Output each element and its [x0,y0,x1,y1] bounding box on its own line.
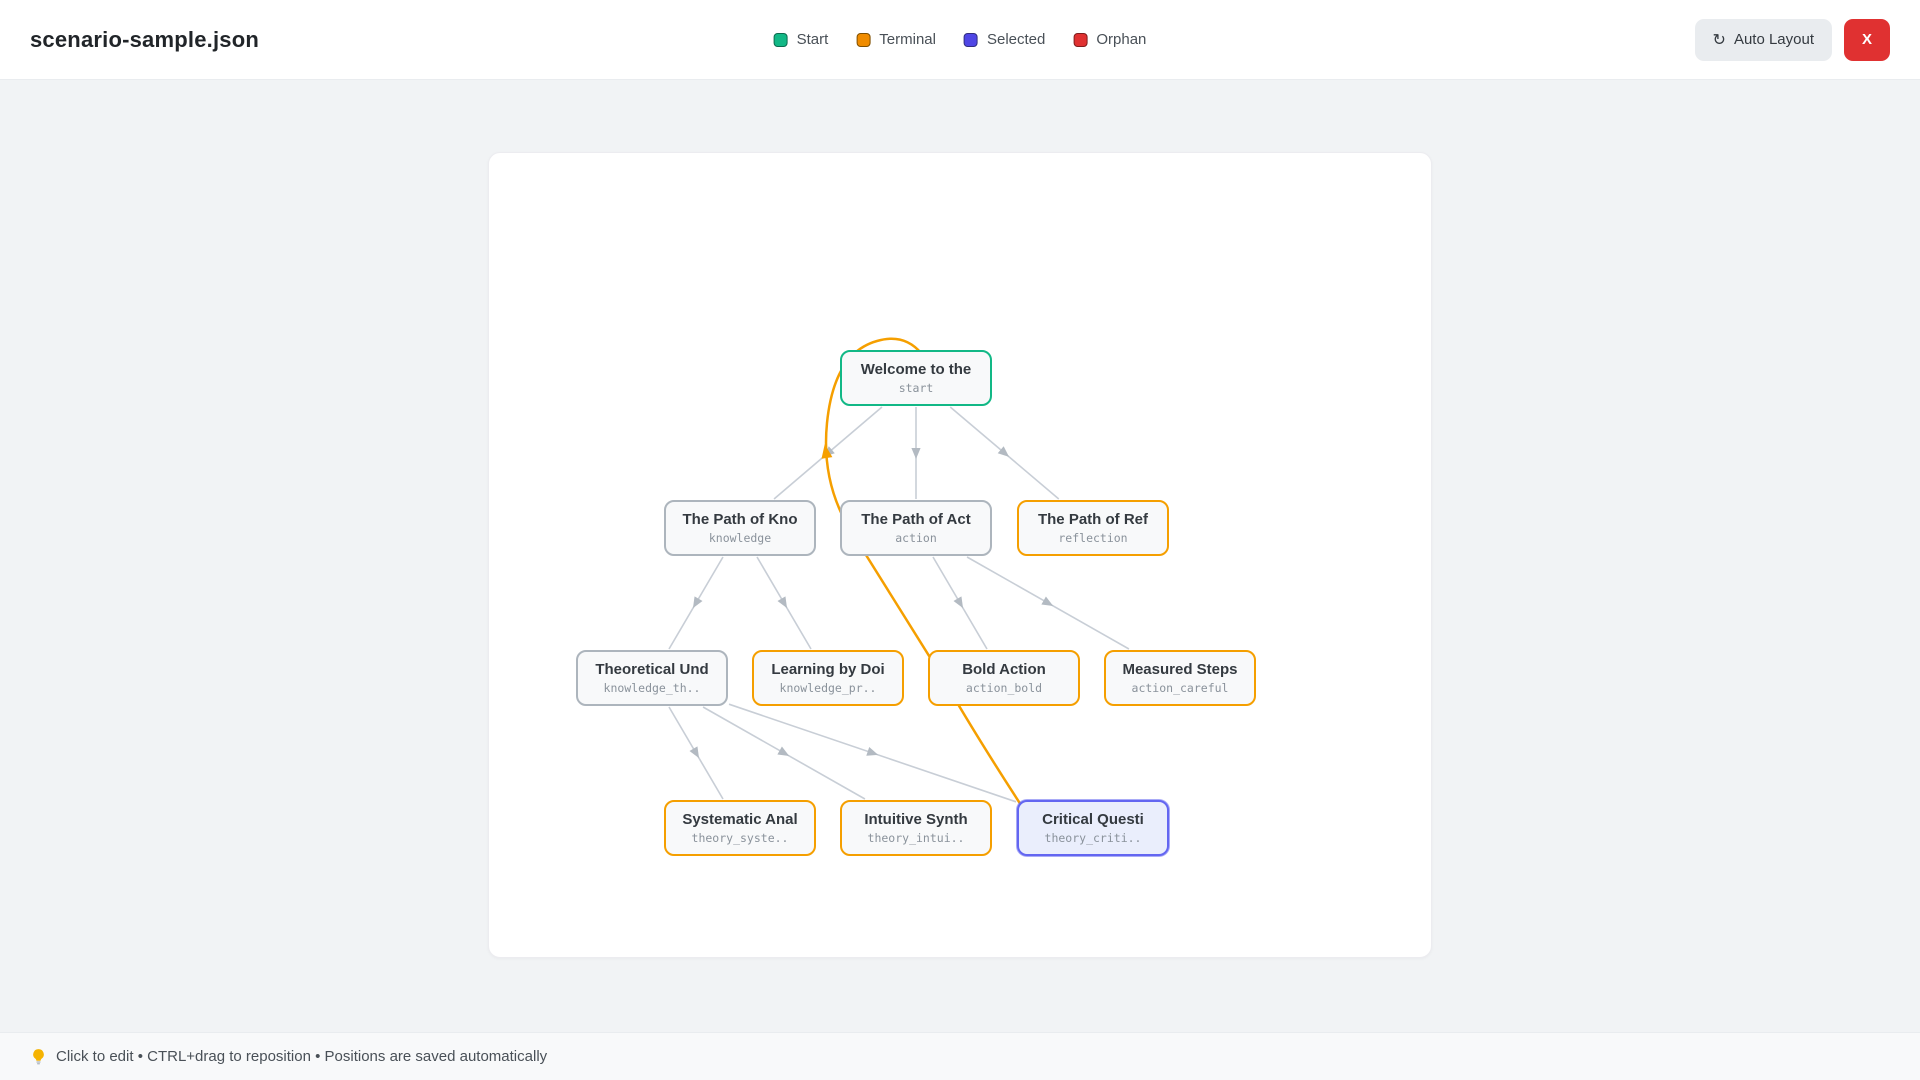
legend-swatch-terminal [856,32,871,47]
legend: Start Terminal Selected Orphan [773,31,1146,48]
graph-node-action[interactable]: The Path of Act action [840,500,992,556]
graph-node-knowledge_pr[interactable]: Learning by Doi knowledge_pr.. [752,650,904,706]
node-title: Measured Steps [1122,661,1238,678]
graph-node-knowledge[interactable]: The Path of Kno knowledge [664,500,816,556]
node-subtitle: knowledge_th.. [603,680,701,695]
node-title: Learning by Doi [771,661,885,678]
edge-arrow [689,746,700,759]
edge-arrow-highlighted [821,444,833,459]
legend-item-terminal: Terminal [856,31,936,48]
legend-label: Orphan [1096,31,1147,48]
graph-node-action_careful[interactable]: Measured Steps action_careful [1104,650,1256,706]
node-title: The Path of Ref [1037,511,1148,528]
legend-item-selected: Selected [963,31,1046,48]
graph-node-theory_criti[interactable]: Critical Questi theory_criti.. [1017,800,1169,856]
lightbulb-icon [33,1049,44,1065]
page-title: scenario-sample.json [30,26,259,52]
edge-arrow [777,746,790,756]
node-title: Critical Questi [1042,811,1144,828]
edge-arrow [866,747,879,756]
node-subtitle: theory_syste.. [691,830,789,845]
graph-node-theory_intui[interactable]: Intuitive Synth theory_intui.. [840,800,992,856]
close-button[interactable]: X [1844,18,1890,61]
node-title: The Path of Act [861,511,971,528]
legend-swatch-selected [963,32,978,47]
node-subtitle: action_bold [965,680,1043,695]
edge-arrow [1041,596,1054,606]
legend-item-start: Start [773,31,829,48]
node-subtitle: theory_intui.. [867,830,965,845]
edge-arrow [911,448,921,459]
graph-node-reflection[interactable]: The Path of Ref reflection [1017,500,1169,556]
graph-node-theory_syste[interactable]: Systematic Anal theory_syste.. [664,800,816,856]
legend-swatch-orphan [1073,32,1088,47]
header-actions: ↻ Auto Layout X [1694,18,1890,61]
node-title: The Path of Kno [682,511,798,528]
node-title: Intuitive Synth [864,811,968,828]
legend-swatch-start [773,32,788,47]
legend-label: Terminal [879,31,936,48]
graph-node-knowledge_th[interactable]: Theoretical Und knowledge_th.. [576,650,728,706]
edge-arrow [692,596,703,609]
node-subtitle: knowledge [708,530,772,545]
legend-label: Selected [986,31,1046,48]
legend-label: Start [796,31,829,48]
status-hint: Click to edit • CTRL+drag to reposition … [56,1048,548,1065]
edge-arrow [997,446,1010,457]
status-bar: Click to edit • CTRL+drag to reposition … [0,1032,1920,1080]
node-title: Theoretical Und [595,661,709,678]
auto-layout-label: Auto Layout [1733,31,1814,48]
header: scenario-sample.json Start Terminal Select… [0,0,1920,80]
auto-layout-button[interactable]: ↻ Auto Layout [1694,18,1832,61]
node-subtitle: action [895,530,937,545]
legend-item-orphan: Orphan [1073,31,1146,48]
node-subtitle: action_careful [1131,680,1229,695]
node-subtitle: reflection [1058,530,1128,545]
graph-node-start[interactable]: Welcome to the start [840,350,992,406]
node-title: Welcome to the [860,361,972,378]
node-title: Bold Action [962,661,1046,678]
edge-arrow [777,596,788,609]
node-subtitle: start [898,380,934,395]
node-subtitle: theory_criti.. [1044,830,1142,845]
edge-arrow [953,596,964,609]
graph-node-action_bold[interactable]: Bold Action action_bold [928,650,1080,706]
node-subtitle: knowledge_pr.. [779,680,877,695]
node-title: Systematic Anal [682,811,798,828]
refresh-icon: ↻ [1712,31,1726,49]
